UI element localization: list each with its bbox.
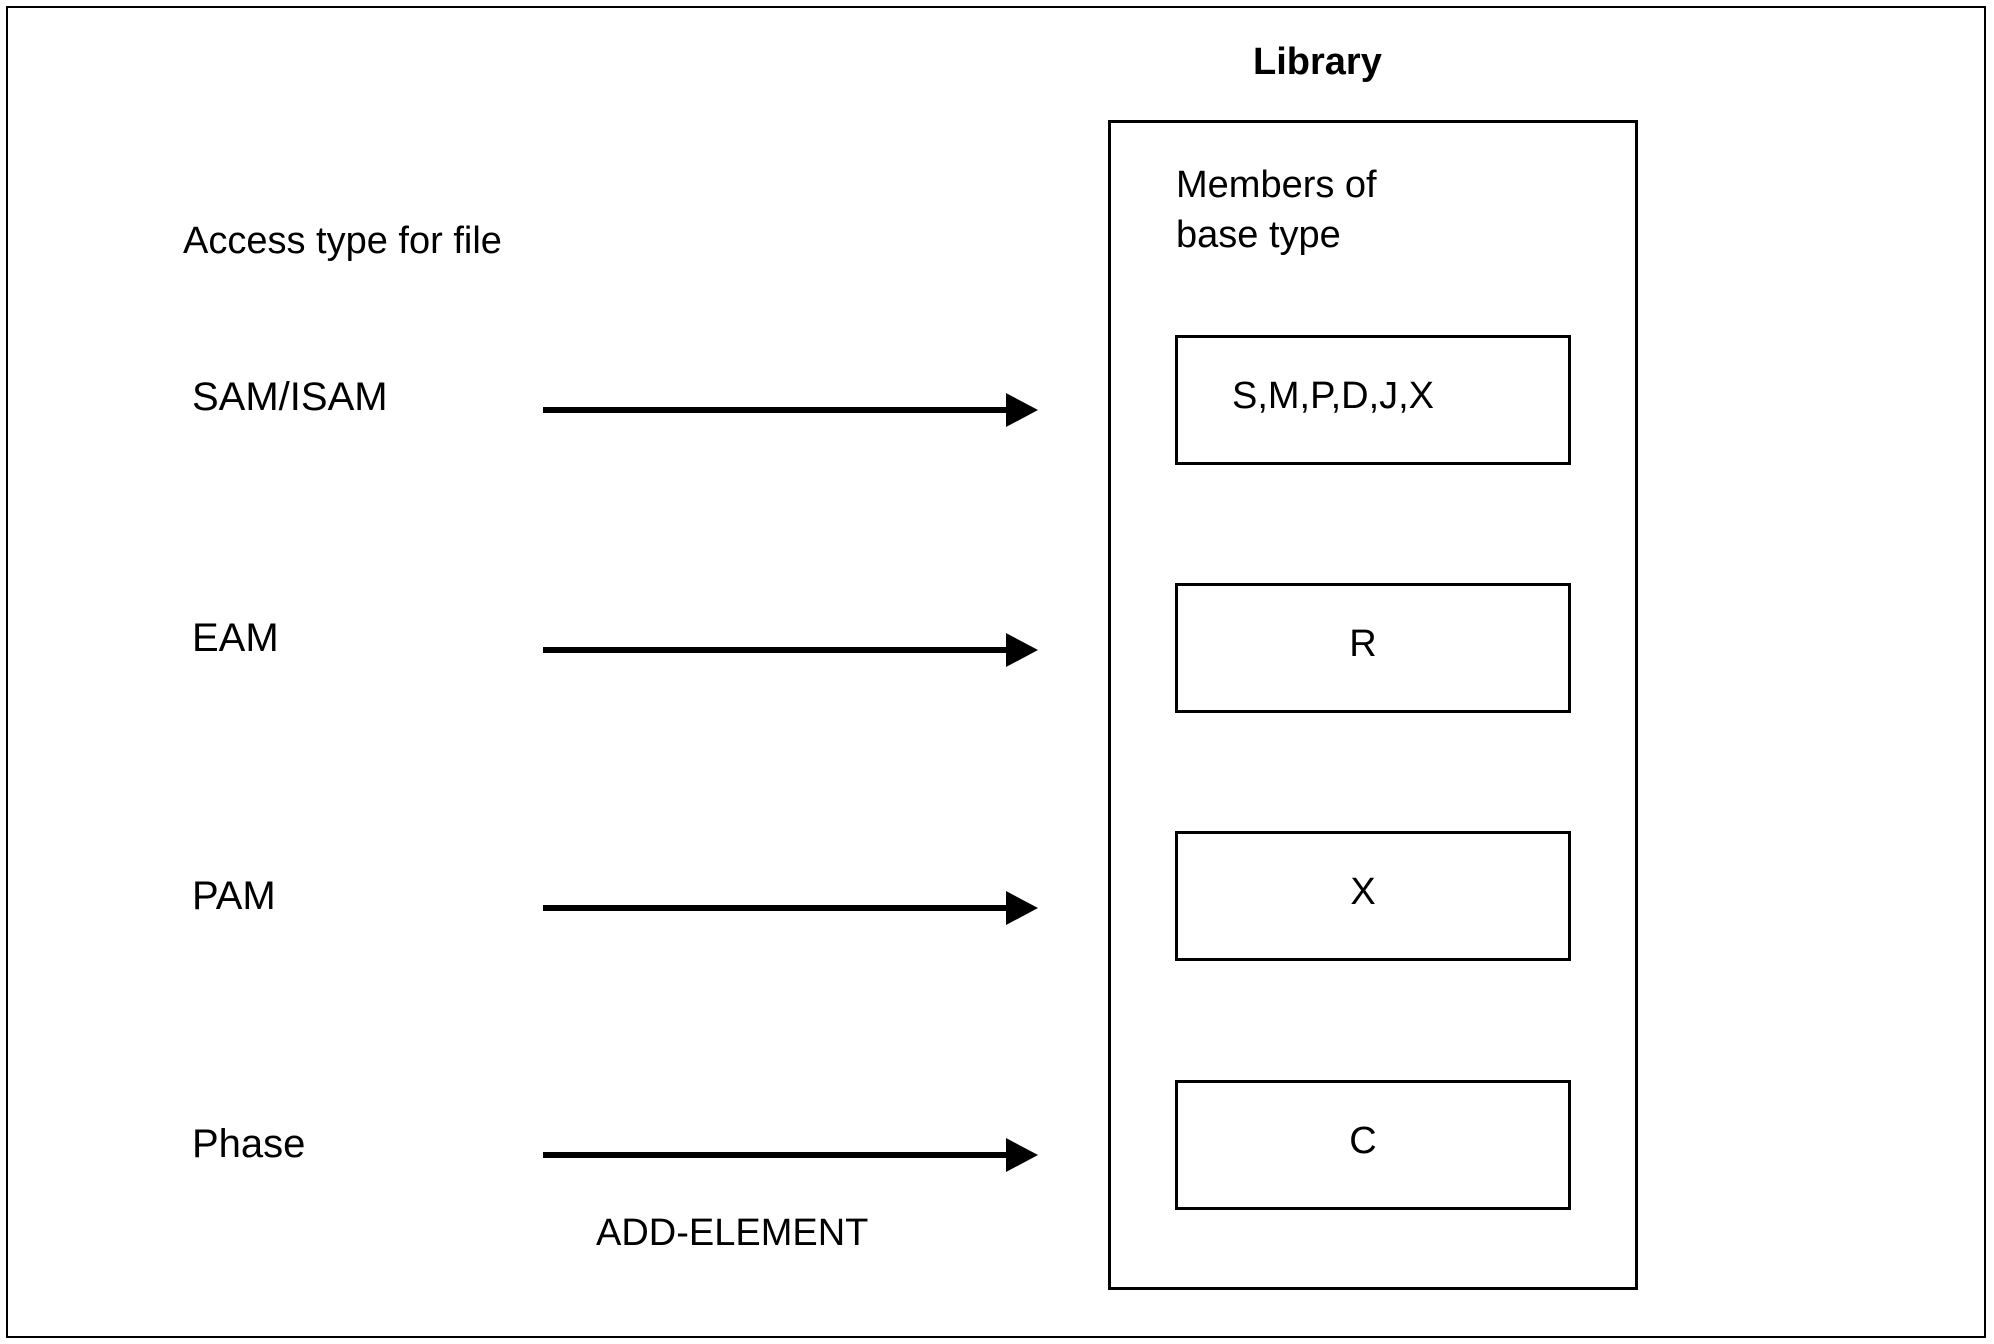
member-box-pam: X [1175, 831, 1571, 961]
members-title-line-1: Members of [1176, 164, 1377, 206]
member-types-eam: R [1349, 622, 1377, 665]
arrow-head [1006, 1138, 1038, 1172]
arrow-eam [543, 633, 1038, 667]
access-type-eam: EAM [192, 616, 279, 660]
add-element-label: ADD-ELEMENT [596, 1212, 869, 1254]
access-type-sam-isam: SAM/ISAM [192, 375, 388, 419]
arrow-shaft [543, 1152, 1009, 1158]
member-box-phase: C [1175, 1080, 1571, 1210]
library-box [1108, 120, 1638, 1290]
member-types-sam-isam: S,M,P,D,J,X [1232, 374, 1435, 417]
diagram-frame [6, 6, 1986, 1338]
arrow-shaft [543, 407, 1009, 413]
access-type-phase: Phase [192, 1122, 306, 1166]
arrow-shaft [543, 905, 1009, 911]
access-type-pam: PAM [192, 874, 276, 918]
arrow-phase [543, 1138, 1038, 1172]
library-title: Library [1253, 41, 1382, 83]
access-type-heading: Access type for file [183, 220, 502, 262]
arrow-shaft [543, 647, 1009, 653]
members-title: Members of base type [1176, 160, 1377, 260]
member-types-phase: C [1349, 1119, 1377, 1162]
arrow-sam-isam [543, 393, 1038, 427]
arrow-head [1006, 393, 1038, 427]
arrow-pam [543, 891, 1038, 925]
arrow-head [1006, 633, 1038, 667]
members-title-line-2: base type [1176, 214, 1341, 256]
member-box-eam: R [1175, 583, 1571, 713]
arrow-head [1006, 891, 1038, 925]
member-box-sam-isam: S,M,P,D,J,X [1175, 335, 1571, 465]
member-types-pam: X [1350, 870, 1376, 913]
